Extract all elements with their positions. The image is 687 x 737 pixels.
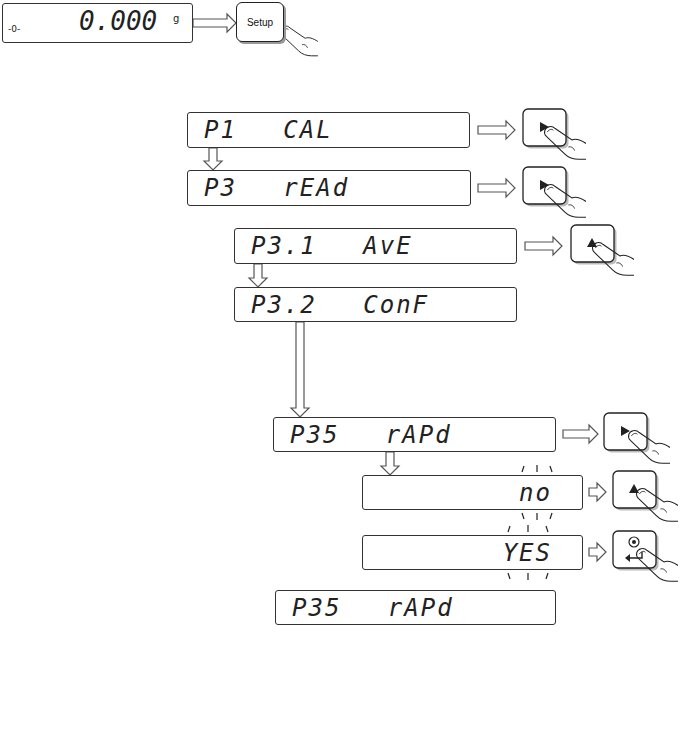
display-text: P35 rAPd [290, 421, 452, 449]
display-text: YES [503, 539, 552, 567]
display-text: P3.1 AvE [251, 232, 413, 260]
setup-button: Setup [236, 2, 284, 42]
right-button [604, 413, 650, 453]
unit-symbol: g [173, 13, 179, 24]
display-text: no [519, 479, 552, 507]
menu-display: P3.1 AvE [234, 228, 517, 264]
up-button [613, 471, 659, 511]
menu-display: P35 rAPd [273, 417, 556, 452]
flow-arrow [204, 148, 222, 170]
menu-display: P3 rEAd [187, 170, 471, 206]
finger-icon [545, 184, 586, 217]
unit-symbol: -0- [8, 24, 20, 34]
finger-icon [280, 26, 317, 56]
pointer-arrow [525, 237, 562, 255]
display-text: P35 rAPd [292, 594, 454, 622]
pointer-arrow [563, 425, 598, 443]
value-display: no [362, 475, 583, 510]
finger-icon [593, 242, 634, 275]
menu-display: P1 CAL [187, 112, 470, 148]
menu-display: P35 rAPd [275, 590, 556, 625]
finger-icon [545, 126, 586, 159]
pointer-arrow [589, 483, 606, 501]
value-display: YES [362, 535, 583, 570]
pointer-arrow [478, 121, 515, 139]
flow-arrow [249, 264, 267, 287]
lcd-display: -0- 0.000 g [2, 3, 193, 43]
finger-icon [637, 548, 678, 581]
menu-display: P3.2 ConF [234, 287, 517, 322]
display-text: P3.2 ConF [251, 291, 429, 319]
finger-icon [629, 430, 670, 463]
finger-icon [637, 488, 678, 521]
flow-arrow [381, 452, 399, 475]
display-text: P1 CAL [204, 116, 333, 144]
pointer-arrow [478, 179, 515, 197]
display-text: P3 rEAd [204, 174, 349, 202]
flow-arrow [291, 322, 309, 417]
enter-button [613, 531, 659, 571]
flow-arrow [193, 14, 236, 32]
weight-readout: 0.000 [79, 6, 157, 36]
pointer-arrow [589, 543, 606, 561]
button-label: Setup [247, 17, 273, 28]
